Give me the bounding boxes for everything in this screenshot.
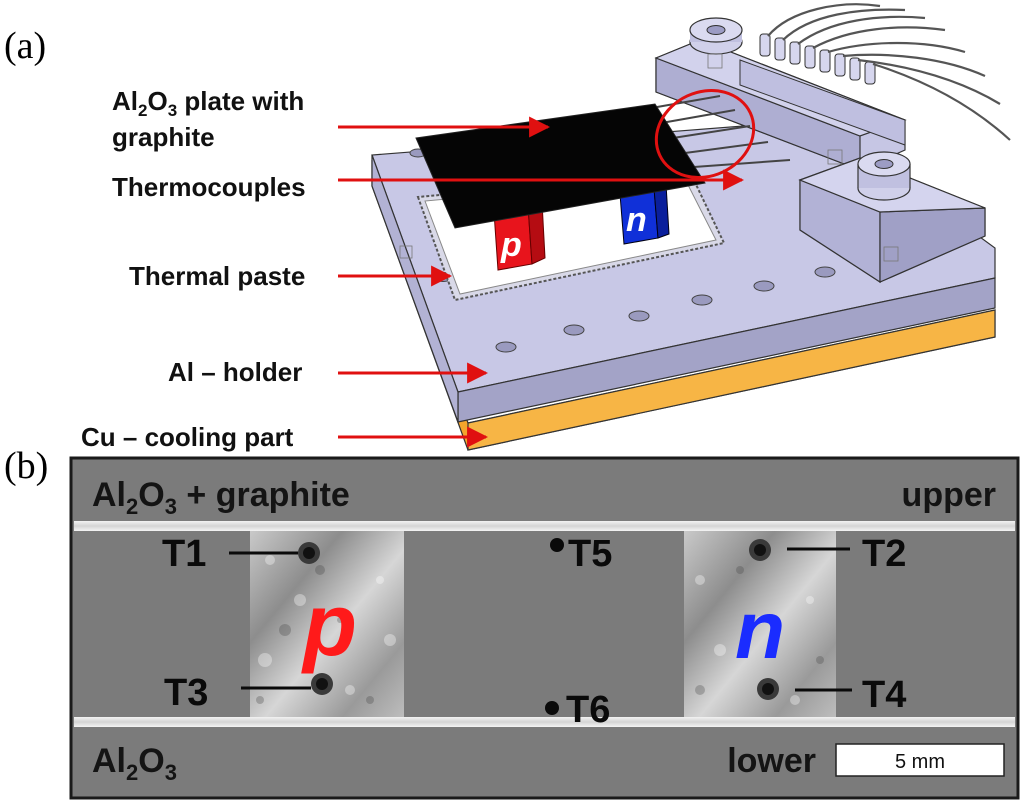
sensor-label-t6: T6 xyxy=(566,689,610,731)
sensor-label-t1: T1 xyxy=(162,533,206,575)
panel-b-label: (b) xyxy=(4,445,48,487)
clamp-block xyxy=(399,3,1011,284)
svg-text:5 mm: 5 mm xyxy=(895,751,945,773)
svg-text:p: p xyxy=(500,226,522,264)
connector-pins xyxy=(759,33,876,85)
callout-arrows xyxy=(338,116,745,448)
label-upper: upper xyxy=(902,476,996,514)
callout-al2o3-plate: Al2O3 plate with graphite xyxy=(112,86,304,152)
sensor-label-t4: T4 xyxy=(862,674,906,716)
screw-bottom xyxy=(857,151,911,201)
panel-b: (b) Al2O3 + graphite upper Al2O3 lower 5… xyxy=(4,445,1020,800)
lower-plate-edge xyxy=(74,717,1015,727)
callout-thermocouples: Thermocouples xyxy=(112,172,306,202)
svg-text:Al2O3 plate with: Al2O3 plate with xyxy=(112,86,304,120)
label-lower: lower xyxy=(727,742,816,780)
label-al2o3-graphite: Al2O3 + graphite xyxy=(92,476,350,519)
scale-bar: 5 mm xyxy=(835,743,1005,777)
sensor-dot-t6 xyxy=(545,701,559,715)
panel-a: (a) xyxy=(4,3,1011,452)
label-al2o3: Al2O3 xyxy=(92,742,177,785)
photo-frame xyxy=(69,456,1020,800)
leg-p-letter: p xyxy=(301,575,357,674)
thermocouple-highlight xyxy=(654,88,756,180)
callout-thermal-paste: Thermal paste xyxy=(129,261,305,291)
sensor-label-t3: T3 xyxy=(164,672,208,714)
leg-n-letter: n xyxy=(735,585,785,676)
svg-text:n: n xyxy=(626,201,647,239)
leg-p-3d: p xyxy=(493,201,546,271)
sensor-label-t2: T2 xyxy=(862,533,906,575)
bracket-marks xyxy=(399,53,899,262)
svg-text:graphite: graphite xyxy=(112,122,215,152)
screw-top xyxy=(689,17,743,55)
callout-cu-cooling: Cu – cooling part xyxy=(81,422,294,452)
cables xyxy=(767,3,1011,141)
callout-al-holder: Al – holder xyxy=(168,357,302,387)
al2o3-plate-with-graphite xyxy=(415,103,706,229)
leg-p-photo: p xyxy=(250,531,404,717)
sensor-label-t5: T5 xyxy=(568,533,612,575)
sensor-dot-t5 xyxy=(550,538,564,552)
upper-plate-edge xyxy=(74,521,1015,531)
panel-a-label: (a) xyxy=(4,25,46,67)
leg-n-photo: n xyxy=(684,531,836,717)
sensor-leaders xyxy=(229,547,852,692)
